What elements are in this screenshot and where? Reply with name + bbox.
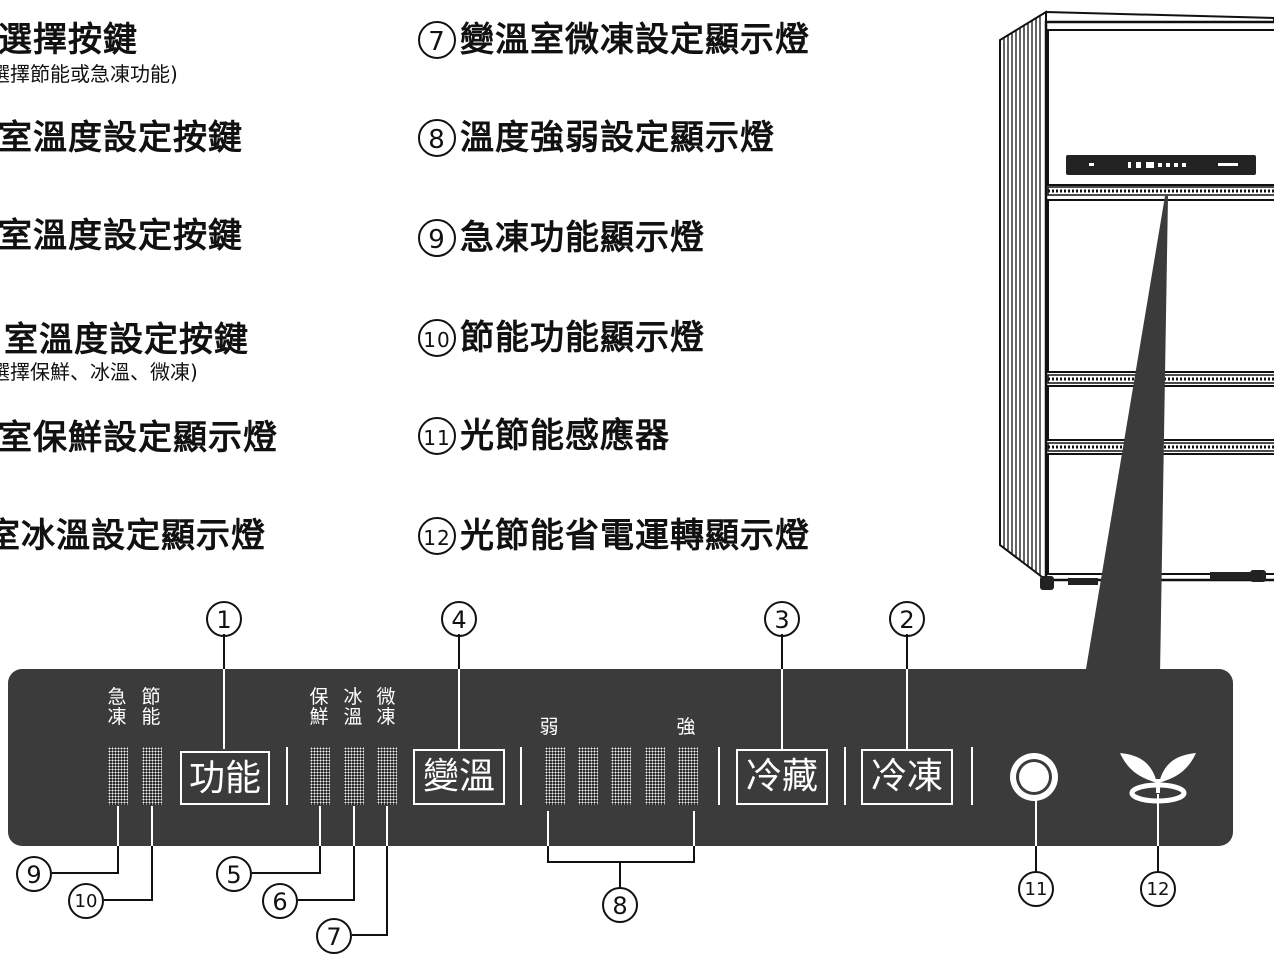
legend-item-1: 選擇按鍵 (0, 20, 138, 60)
leader-line-1 (223, 669, 225, 749)
label-fresh: 保 鮮 (309, 686, 329, 728)
leader-lines-bottom (52, 846, 1159, 936)
label-ice-temp: 冰 溫 (343, 686, 363, 728)
callout-4: 4 (441, 601, 477, 637)
callout-8: 8 (602, 887, 638, 923)
label-partial-freeze: 微 凍 (376, 686, 396, 728)
legend-text-12: 光節能省電運轉顯示燈 (460, 516, 810, 556)
leader-line-9 (117, 806, 119, 846)
leader-line-11 (1035, 799, 1037, 846)
control-panel: 急 凍 節 能 功能 保 鮮 冰 溫 微 凍 變溫 弱 強 冷藏 冷凍 (8, 669, 1233, 846)
callout-3: 3 (764, 601, 800, 637)
label-strong: 強 (676, 716, 696, 738)
leader-line-2 (906, 669, 908, 749)
function-button[interactable]: 功能 (180, 751, 270, 805)
label-weak: 弱 (539, 716, 559, 738)
legend-text-9: 急凍功能顯示燈 (460, 218, 705, 258)
leader-line-6 (353, 806, 355, 846)
leader-line-3 (781, 669, 783, 749)
divider (971, 747, 973, 805)
led-ice-temp (344, 747, 364, 805)
led-strength-1 (545, 747, 565, 805)
label-energy-saving: 節 能 (141, 686, 161, 728)
led-strength-4 (645, 747, 665, 805)
refrigerator-button[interactable]: 冷藏 (736, 749, 828, 805)
leader-line-4 (458, 669, 460, 749)
label-quick-freeze: 急 凍 (107, 686, 127, 728)
callout-6: 6 (262, 883, 298, 919)
legend-text-8: 溫度強弱設定顯示燈 (460, 118, 775, 158)
leader-line-7 (386, 806, 388, 846)
legend-text-7: 變溫室微凍設定顯示燈 (460, 20, 810, 60)
divider (286, 747, 288, 805)
led-partial-freeze (377, 747, 397, 805)
leader-line-10 (151, 806, 153, 846)
leader-line-5 (319, 806, 321, 846)
led-energy-saving (142, 747, 162, 805)
fridge-control-strip-dots (1089, 162, 1238, 168)
legend-text-11: 光節能感應器 (460, 416, 670, 456)
light-sensor-icon (1010, 753, 1058, 801)
divider (520, 747, 522, 805)
legend-number-10: 10 (418, 319, 456, 357)
callout-1: 1 (206, 601, 242, 637)
legend-number-8: 8 (418, 119, 456, 157)
freezer-button[interactable]: 冷凍 (861, 749, 953, 805)
side-ribs (1003, 16, 1041, 575)
legend-item-5: 室保鮮設定顯示燈 (0, 418, 278, 458)
led-strength-3 (611, 747, 631, 805)
led-quick-freeze (108, 747, 128, 805)
legend-number-12: 12 (418, 517, 456, 555)
legend-item-4-note: 選擇保鮮、冰溫、微凍) (0, 360, 198, 384)
legend-item-6: 室冰溫設定顯示燈 (0, 516, 266, 556)
legend-number-9: 9 (418, 219, 456, 257)
legend-item-3: 室溫度設定按鍵 (0, 216, 243, 256)
callout-7: 7 (316, 918, 352, 954)
callout-10: 10 (68, 883, 104, 919)
led-strength-5 (678, 747, 698, 805)
callout-5: 5 (216, 856, 252, 892)
leader-line-8b (693, 811, 695, 846)
callout-2: 2 (889, 601, 925, 637)
eco-leaf-icon (1120, 753, 1196, 804)
legend-number-7: 7 (418, 21, 456, 59)
legend-item-4: 室溫度設定按鍵 (4, 320, 249, 360)
zoom-pointer (1085, 196, 1168, 675)
callout-11: 11 (1018, 871, 1054, 907)
led-fresh (310, 747, 330, 805)
callout-12: 12 (1140, 871, 1176, 907)
callout-9: 9 (16, 856, 52, 892)
leader-line-12 (1157, 794, 1159, 846)
divider (718, 747, 720, 805)
led-strength-2 (578, 747, 598, 805)
divider (844, 747, 846, 805)
legend-text-10: 節能功能顯示燈 (460, 318, 705, 358)
legend-number-11: 11 (418, 417, 456, 455)
variable-temp-button[interactable]: 變溫 (413, 749, 505, 805)
leader-line-8a (547, 811, 549, 846)
legend-item-1-note: 選擇節能或急凍功能) (0, 62, 178, 86)
legend-item-2: 室溫度設定按鍵 (0, 118, 243, 158)
